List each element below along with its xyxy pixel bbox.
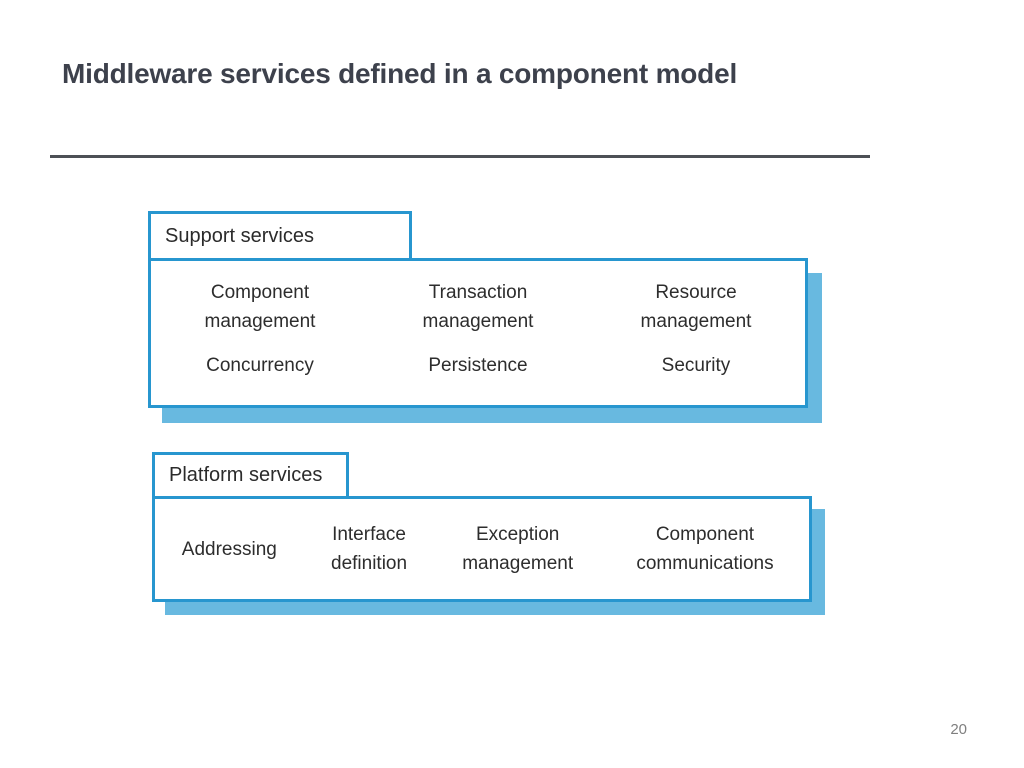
support-services-grid: Component management Transaction managem…	[151, 261, 805, 380]
support-services-group: Component management Transaction managem…	[148, 211, 970, 426]
service-label-transaction-management: Transaction management	[422, 282, 534, 332]
service-label-component-management: Component management	[204, 282, 316, 332]
service-label-persistence: Persistence	[428, 355, 528, 376]
service-label-interface-definition: Interface definition	[331, 524, 408, 574]
platform-services-row: Addressing Interface definition Exceptio…	[155, 499, 809, 599]
service-label-exception-management: Exception management	[462, 524, 574, 574]
platform-services-box: Addressing Interface definition Exceptio…	[152, 496, 812, 602]
support-services-tab-label: Support services	[165, 224, 314, 247]
platform-services-tab-label: Platform services	[169, 464, 323, 486]
platform-services-tab: Platform services	[152, 452, 349, 499]
support-services-box: Component management Transaction managem…	[148, 258, 808, 408]
service-label-addressing: Addressing	[181, 538, 277, 560]
slide-title: Middleware services defined in a compone…	[62, 58, 738, 89]
title-divider	[50, 155, 870, 158]
service-label-resource-management: Resource management	[640, 282, 752, 332]
service-label-component-communications: Component communications	[636, 524, 774, 574]
service-label-concurrency: Concurrency	[206, 355, 314, 376]
page-number: 20	[950, 721, 967, 738]
platform-services-group: Addressing Interface definition Exceptio…	[152, 452, 974, 622]
service-label-security: Security	[661, 355, 731, 376]
support-services-tab: Support services	[148, 211, 412, 261]
